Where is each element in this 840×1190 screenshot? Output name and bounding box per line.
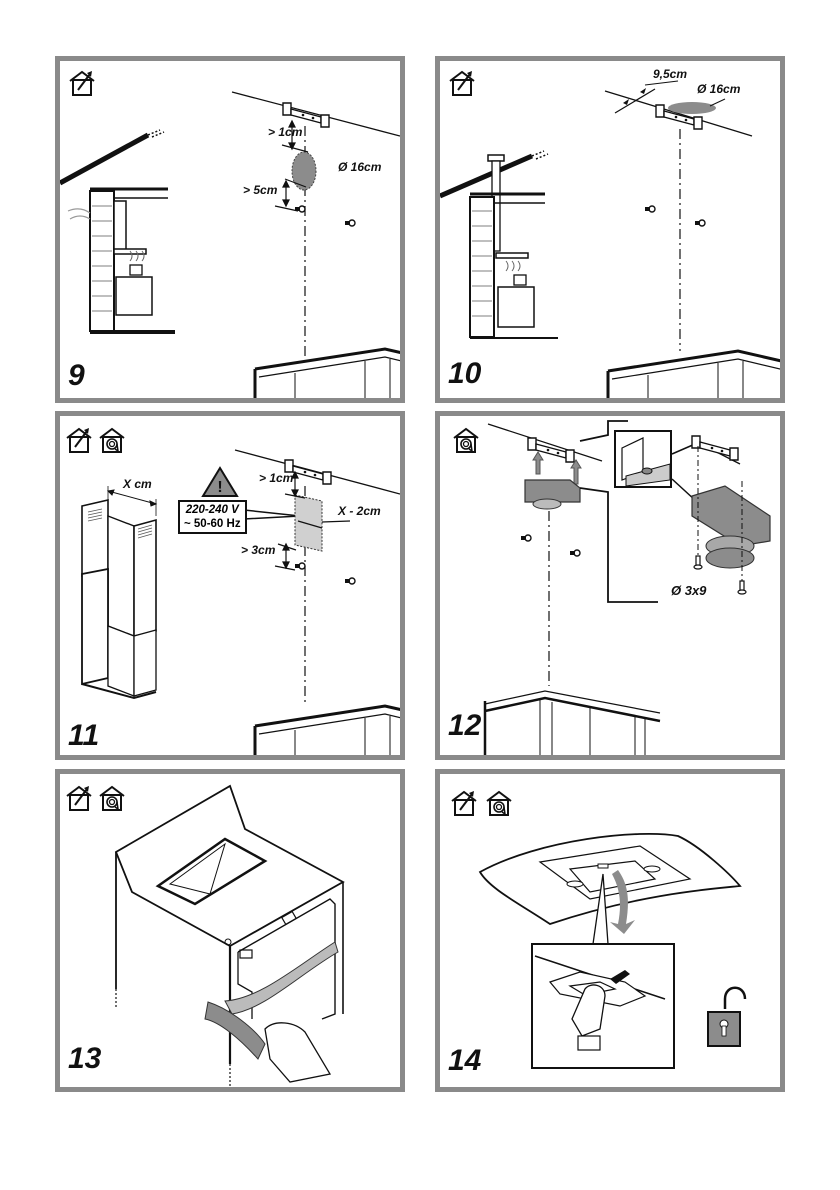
hood-canopy-drawing xyxy=(478,832,742,925)
wall-screw xyxy=(569,549,581,557)
ducted-exhaust-icon xyxy=(449,70,475,96)
wall-screw xyxy=(644,205,656,213)
label-frequency: ~ 50-60 Hz xyxy=(184,518,241,530)
house-section-drawing xyxy=(60,129,175,334)
label-voltage: 220-240 V xyxy=(185,504,239,516)
kitchen-cabinet xyxy=(483,690,661,755)
wall-screw xyxy=(344,577,356,585)
step-number: 13 xyxy=(68,1042,102,1075)
unlocked-padlock-icon xyxy=(707,986,747,1047)
step-number: 11 xyxy=(68,719,100,752)
recirculation-icon xyxy=(453,428,479,453)
step-9-illustration xyxy=(60,70,400,398)
warning-symbol: ! xyxy=(217,479,222,496)
ducted-exhaust-icon xyxy=(66,427,92,453)
protective-film xyxy=(224,941,339,1015)
voltage-warning-box: 220-240 V ~ 50-60 Hz xyxy=(178,500,247,534)
step-number: 14 xyxy=(448,1044,482,1077)
step-12-illustration xyxy=(453,420,771,755)
step-panel-11: ! X cm 220-240 V ~ 50-60 Hz > 1cm X - 2c… xyxy=(55,411,405,760)
hand-icon xyxy=(264,1022,332,1083)
label-top-clearance: > 1cm xyxy=(268,125,303,139)
recirculation-icon xyxy=(99,428,125,453)
house-section-drawing xyxy=(440,150,558,339)
socket-area xyxy=(294,494,323,552)
wall-screw xyxy=(694,219,706,227)
step-panel-10: 9,5cm Ø 16cm 10 xyxy=(435,56,785,403)
wall-screw xyxy=(344,219,356,227)
label-top-clearance: > 1cm xyxy=(259,471,294,485)
upward-arrow-icons xyxy=(532,451,582,485)
label-bottom-clearance: > 3cm xyxy=(241,543,276,557)
hand-icon xyxy=(571,984,606,1037)
step-11-illustration: ! xyxy=(66,427,400,755)
label-chimney-width: X cm xyxy=(123,477,152,491)
wall-screw xyxy=(294,562,306,570)
air-deflector-detail xyxy=(691,485,771,569)
label-screw-size: Ø 3x9 xyxy=(671,583,707,598)
air-deflector xyxy=(524,479,581,510)
mounting-bracket-detail xyxy=(691,435,739,461)
step-number: 9 xyxy=(68,359,85,392)
ducted-exhaust-icon xyxy=(66,785,92,811)
step-panel-12: Ø 3x9 12 xyxy=(435,411,785,760)
label-hole-diameter: Ø 16cm xyxy=(697,82,741,96)
mounting-bracket xyxy=(282,102,330,128)
label-socket-width: X - 2cm xyxy=(338,504,381,518)
kitchen-cabinet xyxy=(253,704,400,755)
protective-film-peel xyxy=(204,1001,266,1060)
fixing-screw-icon xyxy=(693,555,747,595)
kitchen-cabinet xyxy=(253,347,400,398)
step-number: 10 xyxy=(448,357,482,390)
label-hole-diameter: Ø 16cm xyxy=(338,160,382,174)
ducted-exhaust-icon xyxy=(451,790,477,816)
step-panel-9: > 1cm Ø 16cm > 5cm 9 xyxy=(55,56,405,403)
recirculation-icon xyxy=(486,791,512,816)
wall-screw xyxy=(520,534,532,542)
ducted-exhaust-icon xyxy=(69,70,95,96)
push-arrow-icon xyxy=(610,970,630,984)
step-number: 12 xyxy=(448,709,482,742)
step-14-illustration xyxy=(451,790,747,1069)
step-panel-14: 14 xyxy=(435,769,785,1092)
recirculation-icon xyxy=(99,786,125,811)
rotate-down-arrow-icon xyxy=(610,870,635,934)
step-13-illustration xyxy=(66,784,345,1086)
duct-hole xyxy=(668,102,716,114)
warning-triangle-icon: ! xyxy=(201,466,239,497)
kitchen-cabinet xyxy=(606,349,780,398)
chimney-cover-drawing xyxy=(81,486,158,700)
step-10-illustration xyxy=(440,70,780,398)
label-offset: 9,5cm xyxy=(653,67,688,81)
duct-hole xyxy=(291,151,317,191)
step-panel-13: 13 xyxy=(55,769,405,1092)
label-bottom-clearance: > 5cm xyxy=(243,183,278,197)
